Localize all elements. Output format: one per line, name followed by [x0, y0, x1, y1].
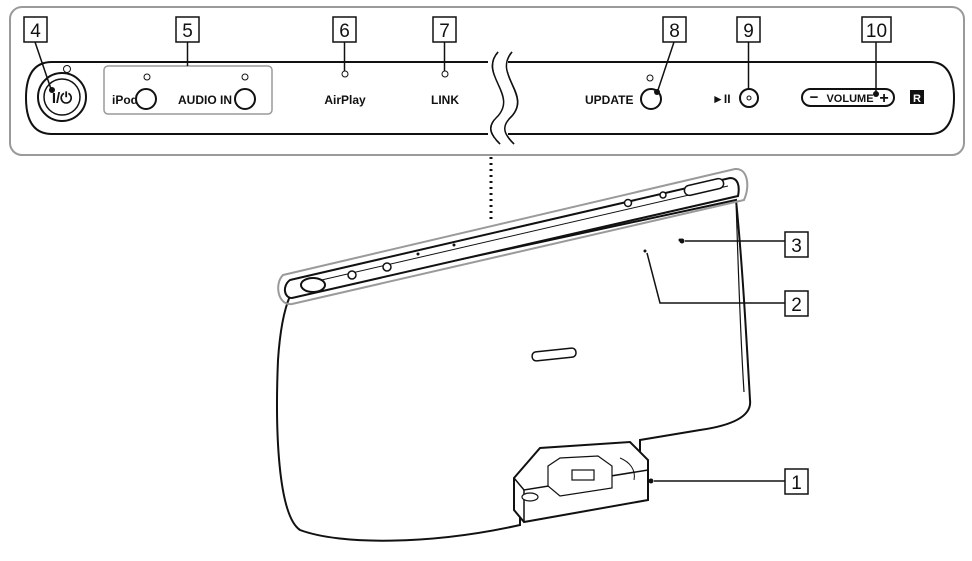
audio-in-indicator	[241, 73, 249, 81]
panel-strip	[24, 61, 956, 135]
volume-plus: +	[879, 90, 888, 107]
sensor-dot-2	[643, 249, 647, 253]
callout-7: 7	[432, 16, 457, 71]
panel-outline	[9, 6, 965, 156]
callout-10: 10	[861, 16, 892, 97]
front-slot	[531, 347, 577, 362]
callout-8: 8	[654, 16, 687, 95]
power-button[interactable]: I/⏻	[37, 72, 87, 122]
ipod-label: iPod	[112, 93, 138, 107]
audio-in-label: AUDIO IN	[178, 93, 232, 107]
link-indicator	[441, 70, 449, 78]
power-indicator	[63, 65, 71, 73]
svg-text:9: 9	[743, 21, 754, 42]
svg-text:4: 4	[30, 21, 41, 42]
top-ipod-button[interactable]	[347, 270, 357, 280]
callout-6: 6	[332, 16, 357, 71]
play-pause-label: ►II	[712, 92, 731, 106]
ipod-indicator	[143, 73, 151, 81]
svg-text:6: 6	[339, 21, 350, 42]
top-play-button[interactable]	[659, 191, 667, 199]
svg-text:8: 8	[669, 21, 680, 42]
ipod-button[interactable]	[135, 88, 157, 110]
svg-text:7: 7	[439, 21, 450, 42]
svg-text:5: 5	[182, 21, 193, 42]
callout-3: 3	[679, 231, 809, 258]
callout-4: 4	[23, 16, 55, 93]
volume-minus: −	[810, 89, 819, 106]
volume-button[interactable]: − VOLUME +	[801, 88, 895, 107]
top-panel-highlight	[277, 167, 749, 306]
top-volume-button[interactable]	[683, 177, 725, 197]
control-panel-enlarged-view: I/⏻ iPod AUDIO IN AirPlay LINK UPDATE ►I…	[9, 6, 965, 156]
svg-text:3: 3	[791, 236, 802, 257]
volume-label: VOLUME	[826, 93, 873, 105]
svg-text:1: 1	[791, 473, 802, 494]
dock-connector	[513, 440, 649, 524]
speaker-top-strip	[284, 176, 740, 300]
audio-in-button[interactable]	[234, 88, 256, 110]
speaker-unit	[276, 167, 752, 542]
airplay-indicator	[341, 70, 349, 78]
power-symbol: I/⏻	[52, 90, 72, 107]
update-label: UPDATE	[585, 93, 633, 107]
update-indicator	[646, 74, 654, 82]
top-update-button[interactable]	[623, 198, 633, 208]
airplay-label: AirPlay	[324, 93, 366, 107]
top-audio-in-button[interactable]	[382, 262, 392, 272]
svg-text:2: 2	[791, 295, 802, 316]
callout-2: 2	[646, 252, 809, 317]
callout-9: 9	[736, 16, 761, 88]
link-label: LINK	[431, 93, 459, 107]
svg-text:10: 10	[866, 21, 887, 42]
callout-1: 1	[648, 468, 809, 495]
remote-sensor-label: R	[913, 93, 921, 105]
top-power-button[interactable]	[300, 277, 326, 293]
callout-5: 5	[175, 16, 200, 66]
remote-sensor	[910, 90, 924, 104]
